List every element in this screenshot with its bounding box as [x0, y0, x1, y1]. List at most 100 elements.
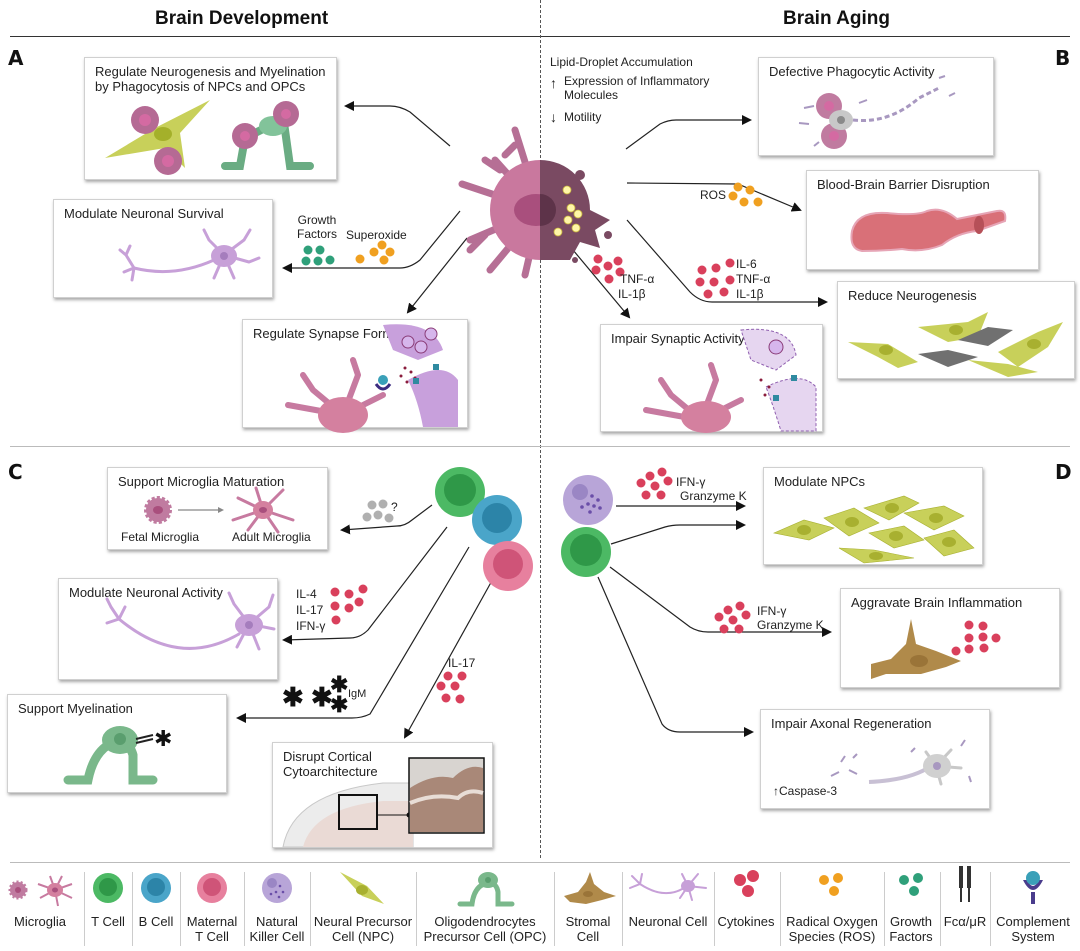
box-synaptic-title: Impair Synaptic Activity [611, 331, 745, 346]
box-phagocytosis: Regulate Neurogenesis and Myelination by… [84, 57, 337, 180]
npc-cluster-illustration [773, 495, 975, 564]
synapse-illustration [285, 324, 458, 433]
label-unknown-factor: ? [391, 500, 398, 514]
stromal-inflammation-illustration [871, 619, 1001, 679]
fc-receptor-icon [959, 866, 971, 902]
box-myelination: Support Myelination ✱ [7, 694, 227, 793]
complement-system-icon [1023, 871, 1043, 904]
b-cell-icon-c [472, 495, 522, 545]
header-brain-development: Brain Development [155, 8, 329, 29]
legend-label-growth-factors: Growth Factors [889, 914, 933, 944]
label-fetal-microglia: Fetal Microglia [121, 530, 200, 544]
trait-motility: Motility [564, 110, 602, 124]
legend-item-b-cell: B Cell [134, 862, 178, 951]
legend-label-nk-cell: Natural Killer Cell [249, 914, 305, 944]
legend-label-b-cell: B Cell [138, 914, 174, 929]
ros-legend-icon [819, 873, 843, 896]
legend-separator [714, 872, 715, 946]
box-activity: Modulate Neuronal Activity [58, 578, 278, 680]
impaired-synapse-illustration [643, 328, 817, 433]
defective-phagocytosis-illustration [798, 75, 956, 149]
maternal-t-cell-icon-c [483, 541, 533, 591]
label-il6: IL-6 [736, 257, 757, 271]
arrow-to-synapse [406, 237, 468, 314]
box-survival: Modulate Neuronal Survival [53, 199, 273, 298]
arrow-to-inflammation [609, 566, 832, 637]
legend-label-stromal: Stromal Cell [565, 914, 611, 944]
t-cell-icon-d [561, 527, 611, 577]
blood-vessel-illustration [850, 208, 1007, 253]
arrow-to-cortical [404, 576, 495, 739]
legend-item-opc: Oligodendrocytes Precursor Cell (OPC) [418, 862, 552, 951]
legend-separator [132, 872, 133, 946]
legend-item-ros: Radical Oxygen Species (ROS) [782, 862, 882, 951]
box-cortical: Disrupt Cortical Cytoarchitecture [272, 742, 493, 848]
neuronal-cell-icon [629, 873, 707, 901]
legend-item-t-cell: T Cell [86, 862, 130, 951]
box-survival-title: Modulate Neuronal Survival [64, 206, 224, 221]
arrow-to-phagocytosis [344, 101, 451, 147]
legend-separator [940, 872, 941, 946]
header-brain-aging: Brain Aging [783, 8, 890, 29]
arrow-to-myelination [236, 546, 470, 723]
box-phagocytic-title: Defective Phagocytic Activity [769, 64, 935, 79]
box-neurogenesis: Reduce Neurogenesis [837, 281, 1075, 379]
legend-label-fc-receptor: Fcα/μR [943, 914, 987, 929]
arrow-to-synaptic [572, 249, 631, 319]
box-inflammation-title: Aggravate Brain Inflammation [851, 595, 1023, 610]
panel-letter-d: D [1055, 460, 1072, 484]
legend-label-t-cell: T Cell [91, 914, 125, 929]
legend-rule [10, 862, 1070, 863]
svg-text:✱: ✱ [154, 727, 172, 752]
microglia-maturation-illustration [144, 486, 295, 534]
arrow-t-to-npcs [610, 520, 746, 545]
box-cortical-title: Disrupt Cortical Cytoarchitecture [283, 749, 378, 779]
legend-label-neuronal: Neuronal Cell [628, 914, 708, 929]
box-maturation: Support Microglia Maturation Fetal Micro… [107, 467, 328, 550]
box-bbb-title: Blood-Brain Barrier Disruption [817, 177, 990, 192]
panel-letter-c: C [8, 460, 23, 484]
box-inflammation: Aggravate Brain Inflammation [840, 588, 1060, 688]
legend-separator [84, 872, 85, 946]
arrow-to-survival [282, 210, 461, 273]
microglia-central-icon [458, 126, 612, 279]
box-activity-title: Modulate Neuronal Activity [69, 585, 223, 600]
label-il1b-1: IL-1β [618, 287, 646, 301]
label-il17-b: IL-17 [448, 656, 476, 670]
legend-separator [990, 872, 991, 946]
unknown-factors-icon [362, 499, 394, 523]
label-tnf-alpha-2: TNF-α [736, 272, 771, 286]
legend-item-complement: Complement System [992, 862, 1074, 951]
growth-factors-icon [301, 245, 335, 266]
reduced-npc-illustration [848, 312, 1063, 377]
label-il17-a: IL-17 [296, 603, 324, 617]
label-granzyme-d2: Granzyme K [757, 618, 824, 632]
cytokines-icon-il6-tnf-il1b [695, 258, 735, 299]
legend-separator [884, 872, 885, 946]
cytokines-icon-tnf-il1b [591, 254, 625, 284]
trait-motility-arrow: ↓ [550, 109, 557, 125]
legend-label-complement: Complement System [996, 914, 1070, 944]
legend-item-growth-factors: Growth Factors [886, 862, 936, 951]
legend-label-npc: Neural Precursor Cell (NPC) [313, 914, 413, 944]
label-adult-microglia: Adult Microglia [232, 530, 311, 544]
neuron-activity-icon [105, 591, 276, 651]
t-cell-icon [93, 873, 123, 903]
label-caspase3: ↑Caspase-3 [773, 784, 838, 798]
box-phagocytic: Defective Phagocytic Activity [758, 57, 994, 156]
legend-separator [180, 872, 181, 946]
igm-icon: ✱ ✱ [282, 682, 333, 712]
label-igm: IgM [348, 688, 367, 700]
growth-factors-legend-icon [899, 873, 923, 896]
label-ifn-gamma-d2: IFN-γ [757, 604, 787, 618]
box-synapse-title: Regulate Synapse Formation [253, 326, 422, 341]
legend-item-cytokines: Cytokines [716, 862, 776, 951]
nk-cell-icon [262, 873, 292, 903]
cytokines-icon-il17 [436, 671, 467, 704]
ros-icon [728, 182, 763, 207]
box-synapse: Regulate Synapse Formation [242, 319, 468, 433]
label-granzyme-d1: Granzyme K [680, 489, 747, 503]
legend-item-stromal: Stromal Cell [556, 862, 620, 951]
box-synaptic: Impair Synaptic Activity [600, 324, 823, 433]
